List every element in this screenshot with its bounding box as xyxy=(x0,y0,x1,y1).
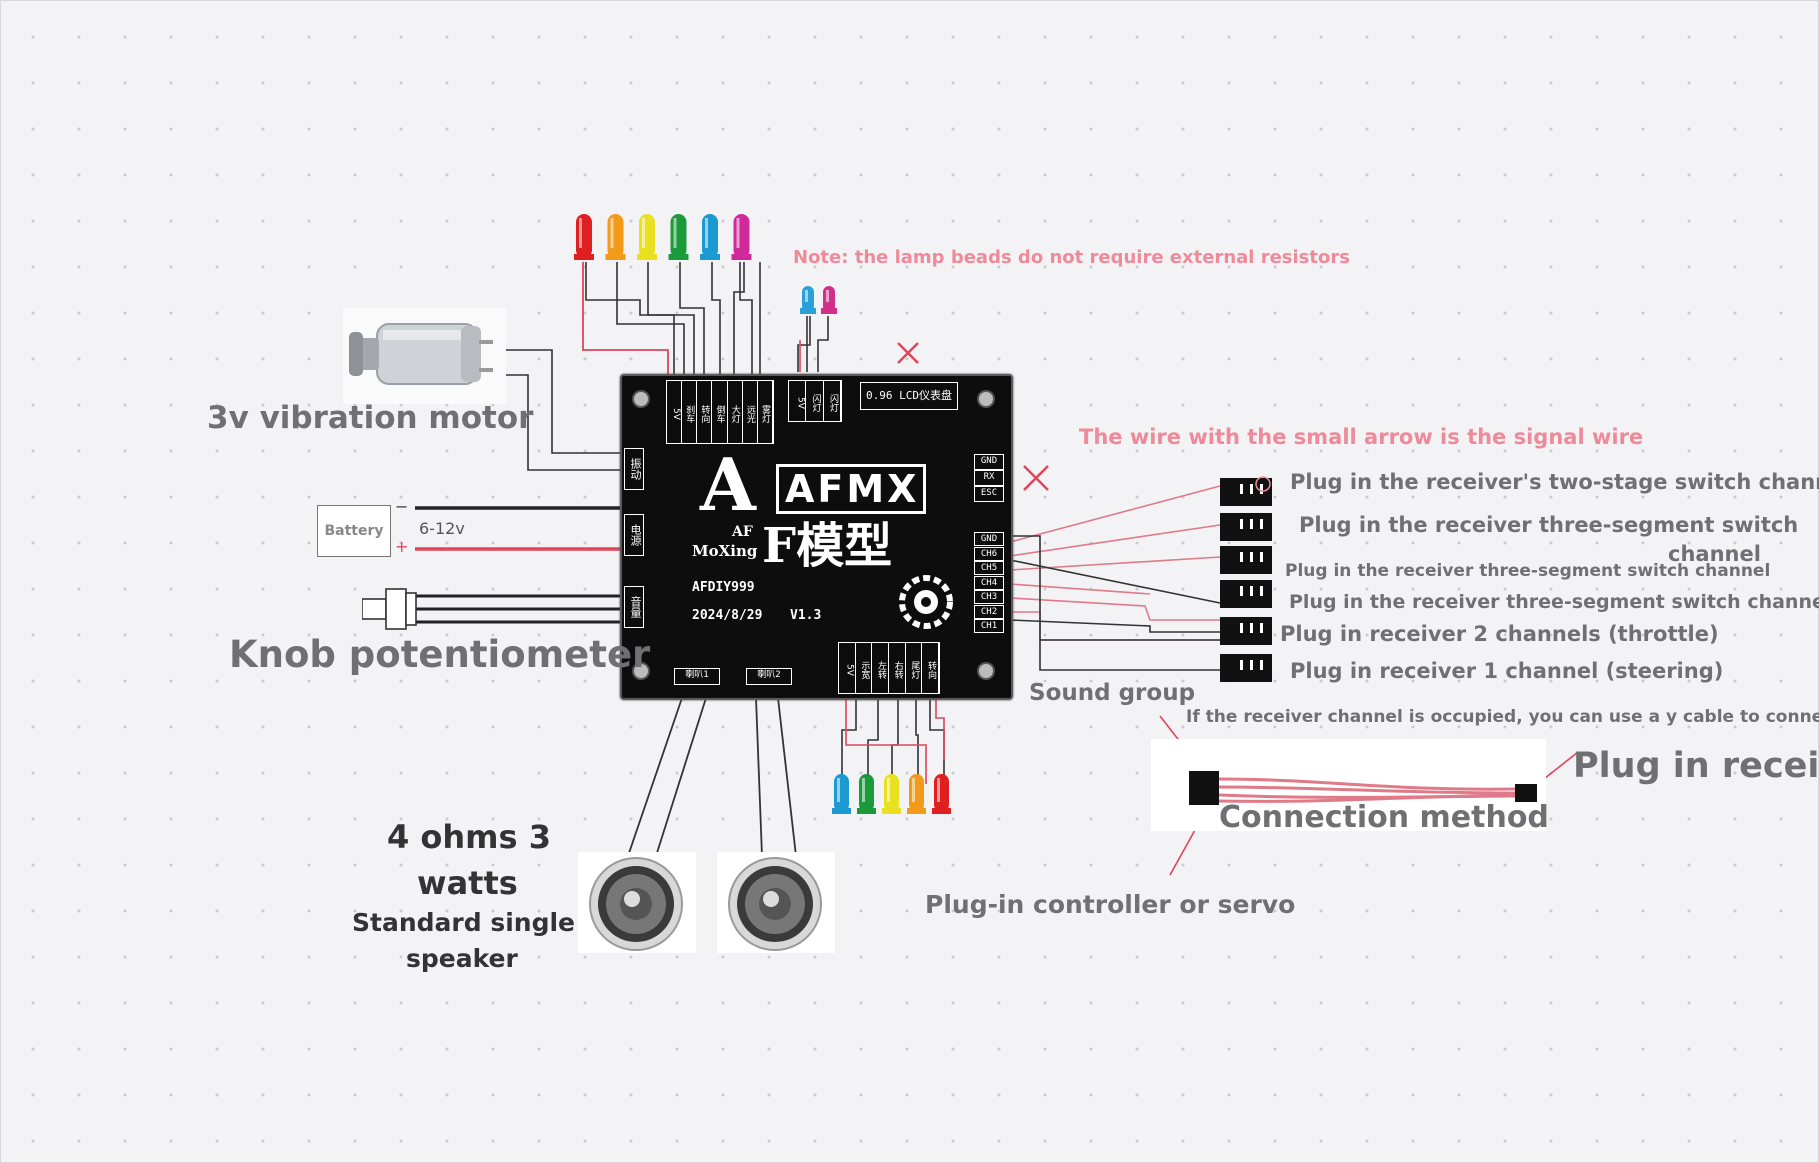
brand-afmx-box: AFMX xyxy=(776,464,926,514)
small-led-pair xyxy=(800,286,837,314)
brand-moxing: MoXing xyxy=(692,542,758,560)
bottom-header-pin: 示宽 xyxy=(856,643,873,693)
potentiometer-icon xyxy=(362,588,417,630)
led-icon xyxy=(637,214,657,260)
model-number: AFDIY999 xyxy=(692,580,755,595)
top-header-pin: 大灯 xyxy=(728,381,743,443)
channel-pin: CH3 xyxy=(974,590,1004,604)
connection-method-label: Connection method xyxy=(1219,800,1549,835)
flash-header-pin: 5V xyxy=(789,381,807,421)
channel-label-three-seg-c: Plug in the receiver three-segment switc… xyxy=(1289,591,1819,613)
led-icon xyxy=(574,214,594,260)
channel-pin: CH5 xyxy=(974,561,1004,575)
channel-label-two-stage: Plug in the receiver's two-stage switch … xyxy=(1290,470,1819,494)
signal-wire-label: The wire with the small arrow is the sig… xyxy=(1079,425,1644,449)
sound-group-label: Sound group xyxy=(1029,680,1196,706)
knob-label: Knob potentiometer xyxy=(229,633,651,676)
speaker-spec-line2: watts xyxy=(417,864,518,902)
battery-box: Battery xyxy=(317,505,391,557)
brand-af: AF xyxy=(732,524,753,540)
mount-hole xyxy=(632,662,650,680)
y-cable-note: If the receiver channel is occupied, you… xyxy=(1186,707,1819,727)
top-header-pin: 5V xyxy=(667,381,683,443)
led-icon xyxy=(882,774,901,814)
speaker-icon xyxy=(578,852,696,953)
speaker-icon xyxy=(717,852,835,953)
bottom-header-pin: 5V xyxy=(839,643,856,693)
brand-afmx: AFMX xyxy=(785,467,920,511)
uart-pin: GND xyxy=(974,454,1004,470)
top-header-pin: 刹车 xyxy=(682,381,698,443)
note-label: Note: the lamp beads do not require exte… xyxy=(793,247,1350,268)
channel-pin: CH2 xyxy=(974,604,1004,619)
bottom-header-pin: 转向 xyxy=(922,643,940,693)
uart-pin: ESC xyxy=(974,486,1004,502)
speaker-pin: 喇叭2 xyxy=(746,668,792,685)
top-led-strip xyxy=(574,214,752,260)
gear-icon xyxy=(899,575,953,629)
led-icon xyxy=(907,774,926,814)
y-cable-icon xyxy=(1189,771,1537,805)
speaker-pin: 喇叭1 xyxy=(674,668,720,685)
led-icon xyxy=(832,774,851,814)
channel-label-three-seg-a-wrap: channel xyxy=(1668,542,1761,566)
channel-pin: CH4 xyxy=(974,575,1004,590)
mount-hole xyxy=(977,390,995,408)
flash-header-pin: 闪灯 xyxy=(806,381,824,421)
speaker-spec-line1: 4 ohms 3 xyxy=(387,818,551,856)
left-pin-label: 振动 xyxy=(624,448,644,490)
speaker-type-line2: speaker xyxy=(406,944,518,973)
brand-chinese: F模型 xyxy=(762,518,893,574)
led-icon xyxy=(800,286,816,314)
channel-pin: CH6 xyxy=(974,546,1004,561)
brand-a: A xyxy=(700,442,756,527)
bottom-led-strip xyxy=(832,774,951,814)
board-version: V1.3 xyxy=(790,608,822,623)
mount-hole xyxy=(977,662,995,680)
led-icon xyxy=(857,774,876,814)
channel-pin: CH1 xyxy=(974,619,1004,633)
led-icon xyxy=(668,214,689,260)
top-header-pin: 倒车 xyxy=(712,381,728,443)
mount-hole xyxy=(632,390,650,408)
voltage-label: 6-12v xyxy=(419,519,465,538)
vibration-motor-icon xyxy=(343,308,506,404)
led-icon xyxy=(932,774,951,814)
channel-label-throttle: Plug in receiver 2 channels (throttle) xyxy=(1280,622,1719,646)
led-icon xyxy=(605,214,626,260)
channel-label-three-seg-b: Plug in the receiver three-segment switc… xyxy=(1285,561,1771,581)
top-header-pin: 远光 xyxy=(743,381,758,443)
y-cable-illustration xyxy=(1151,739,1546,831)
bottom-header-pin: 尾灯 xyxy=(906,643,923,693)
left-pin-label: 音量 xyxy=(624,586,644,628)
bottom-header-pin: 右转 xyxy=(889,643,906,693)
top-header-pin: 雾灯 xyxy=(758,381,773,443)
controller-servo-label: Plug-in controller or servo xyxy=(925,890,1296,919)
battery-plus: + xyxy=(395,537,409,556)
battery-label: Battery xyxy=(324,523,384,539)
uart-pin: RX xyxy=(974,470,1004,486)
bottom-header-pin: 左转 xyxy=(872,643,890,693)
vibration-motor-label: 3v vibration motor xyxy=(207,400,534,436)
led-icon xyxy=(821,286,837,314)
channel-label-steering: Plug in receiver 1 channel (steering) xyxy=(1290,659,1724,683)
channel-pin: GND xyxy=(974,532,1004,546)
led-icon xyxy=(700,214,720,260)
battery-minus: − xyxy=(395,497,409,516)
board-date: 2024/8/29 xyxy=(692,608,763,623)
plug-in-receiver-label: Plug in receiv xyxy=(1573,746,1819,786)
lcd-header: 0.96 LCD仪表盘 xyxy=(860,382,958,410)
speaker-type-line1: Standard single xyxy=(352,908,575,937)
top-header-pin: 转向 xyxy=(697,381,713,443)
left-pin-label: 电源 xyxy=(624,514,644,556)
channel-label-three-seg-a: Plug in the receiver three-segment switc… xyxy=(1299,513,1799,537)
led-icon xyxy=(731,214,752,260)
flash-header-pin: 闪灯 xyxy=(824,381,841,421)
